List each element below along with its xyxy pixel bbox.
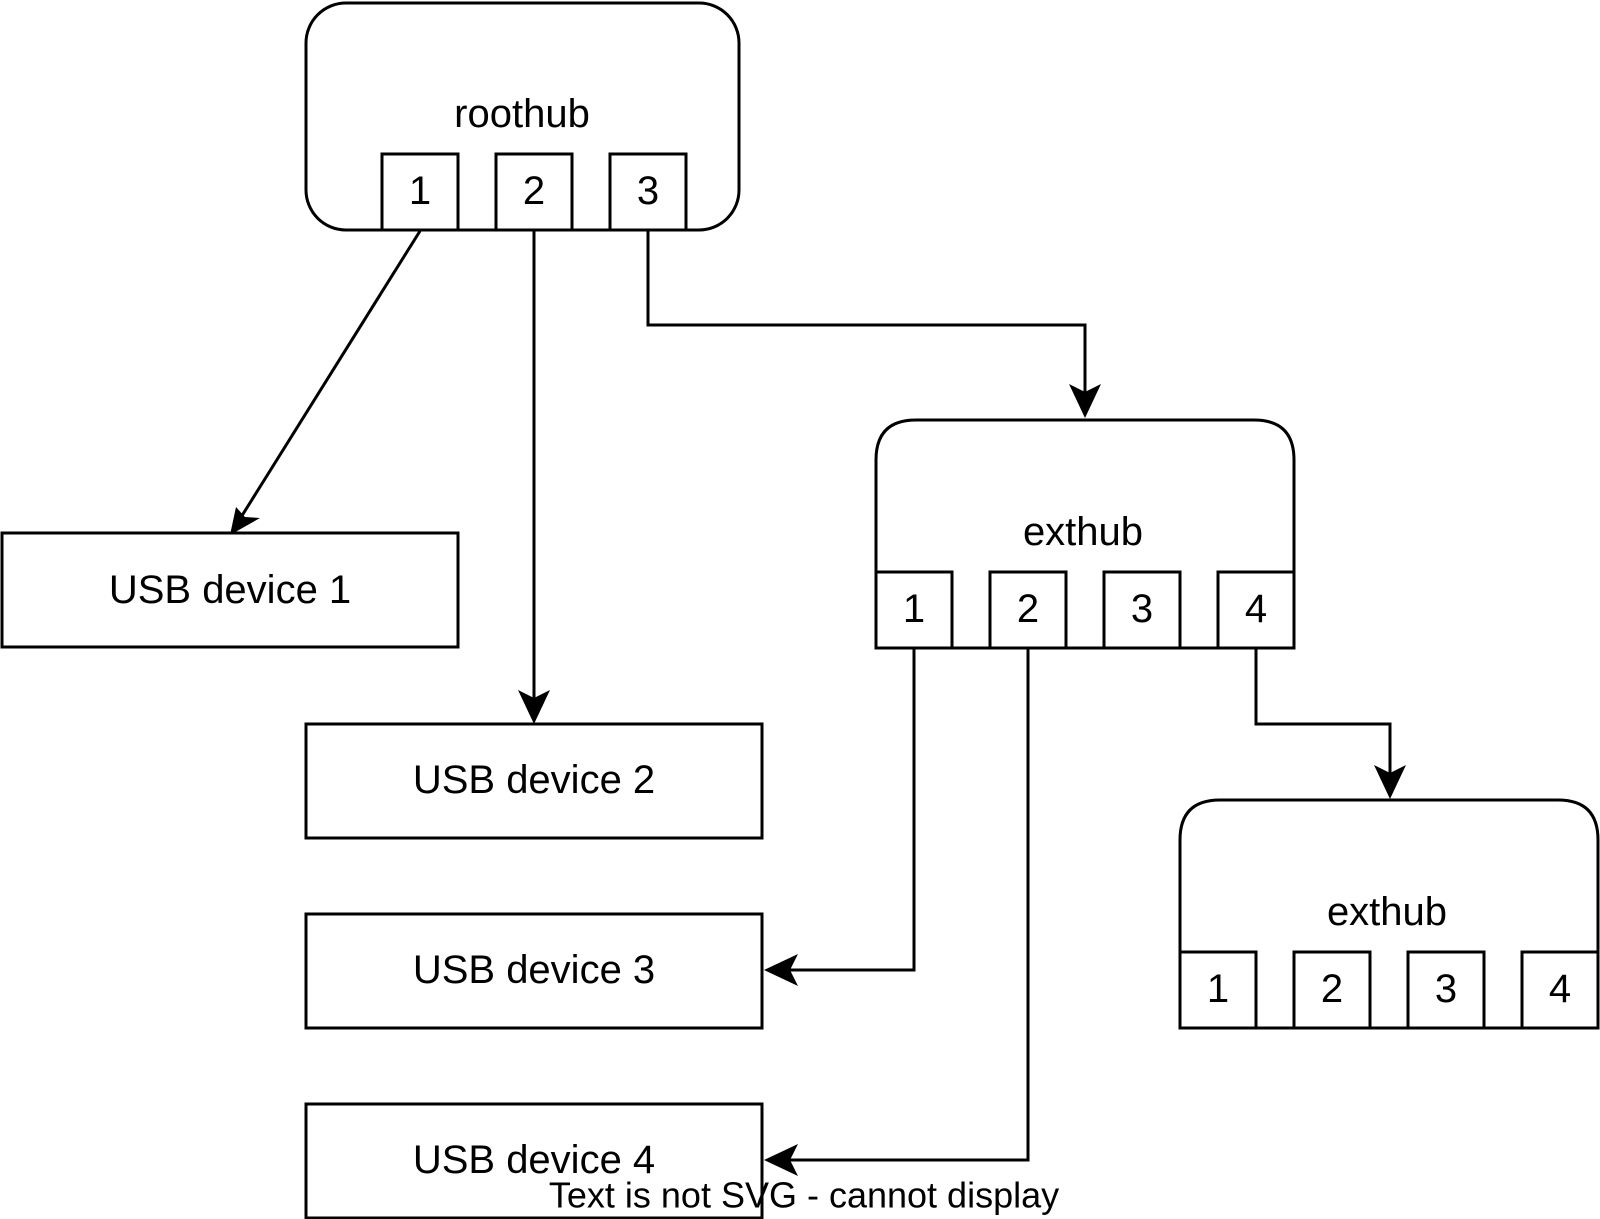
hub-port[interactable]: 2: [494, 152, 574, 232]
usb-device-3[interactable]: USB device 3: [304, 912, 764, 1030]
port-label: 1: [409, 169, 431, 213]
hub-label: exthub: [1023, 510, 1143, 554]
arrowhead-device2: [518, 690, 550, 724]
usb-device-4[interactable]: USB device 4: [304, 1102, 764, 1219]
hub-port[interactable]: 3: [1406, 950, 1486, 1030]
svg-warning-text: Text is not SVG - cannot display: [549, 1175, 1059, 1216]
port-label: 3: [1435, 967, 1457, 1011]
port-label: 3: [637, 169, 659, 213]
hub-port[interactable]: 4: [1520, 950, 1600, 1030]
port-label: 2: [523, 169, 545, 213]
port-label: 4: [1245, 587, 1267, 631]
port-label: 2: [1017, 587, 1039, 631]
hub-port[interactable]: 3: [1102, 570, 1182, 650]
edge-exthub1-port2-to-device4: [790, 648, 1030, 1162]
hub-exthub-1[interactable]: exthub 1 2 3 4: [874, 418, 1296, 650]
hub-exthub-2[interactable]: exthub 1 2 3 4: [1178, 798, 1600, 1030]
hub-roothub[interactable]: roothub 1 2 3: [304, 1, 741, 232]
hub-port[interactable]: 3: [608, 152, 688, 232]
device-label: USB device 2: [413, 758, 655, 802]
hub-port[interactable]: 1: [874, 570, 954, 650]
arrowhead-exthub1: [1069, 384, 1101, 418]
device-label: USB device 1: [109, 568, 351, 612]
hub-port[interactable]: 4: [1216, 570, 1296, 650]
hub-label: roothub: [454, 92, 590, 136]
port-label: 1: [1207, 967, 1229, 1011]
device-label: USB device 4: [413, 1138, 655, 1182]
arrowhead-device4: [764, 1144, 798, 1176]
hub-port[interactable]: 1: [380, 152, 460, 232]
edge-exthub1-port1-to-device3: [790, 648, 916, 972]
hub-body: [1178, 798, 1600, 1030]
usb-device-2[interactable]: USB device 2: [304, 722, 764, 840]
arrowhead-device1: [230, 507, 260, 535]
edges: [230, 230, 1406, 1176]
hub-port[interactable]: 1: [1178, 950, 1258, 1030]
edge-exthub1-port4-to-exthub2: [1254, 648, 1392, 773]
edge-roothub-port3-to-exthub1: [646, 231, 1087, 392]
arrowhead-device3: [764, 954, 798, 986]
port-label: 4: [1549, 967, 1571, 1011]
port-label: 1: [903, 587, 925, 631]
usb-device-1[interactable]: USB device 1: [0, 531, 460, 649]
hub-label: exthub: [1327, 890, 1447, 934]
edge-roothub-port1-to-device1: [231, 230, 422, 531]
port-label: 2: [1321, 967, 1343, 1011]
port-label: 3: [1131, 587, 1153, 631]
hub-port[interactable]: 2: [1292, 950, 1372, 1030]
hub-body: [874, 418, 1296, 650]
arrowhead-exthub2: [1374, 765, 1406, 799]
device-label: USB device 3: [413, 948, 655, 992]
hub-port[interactable]: 2: [988, 570, 1068, 650]
